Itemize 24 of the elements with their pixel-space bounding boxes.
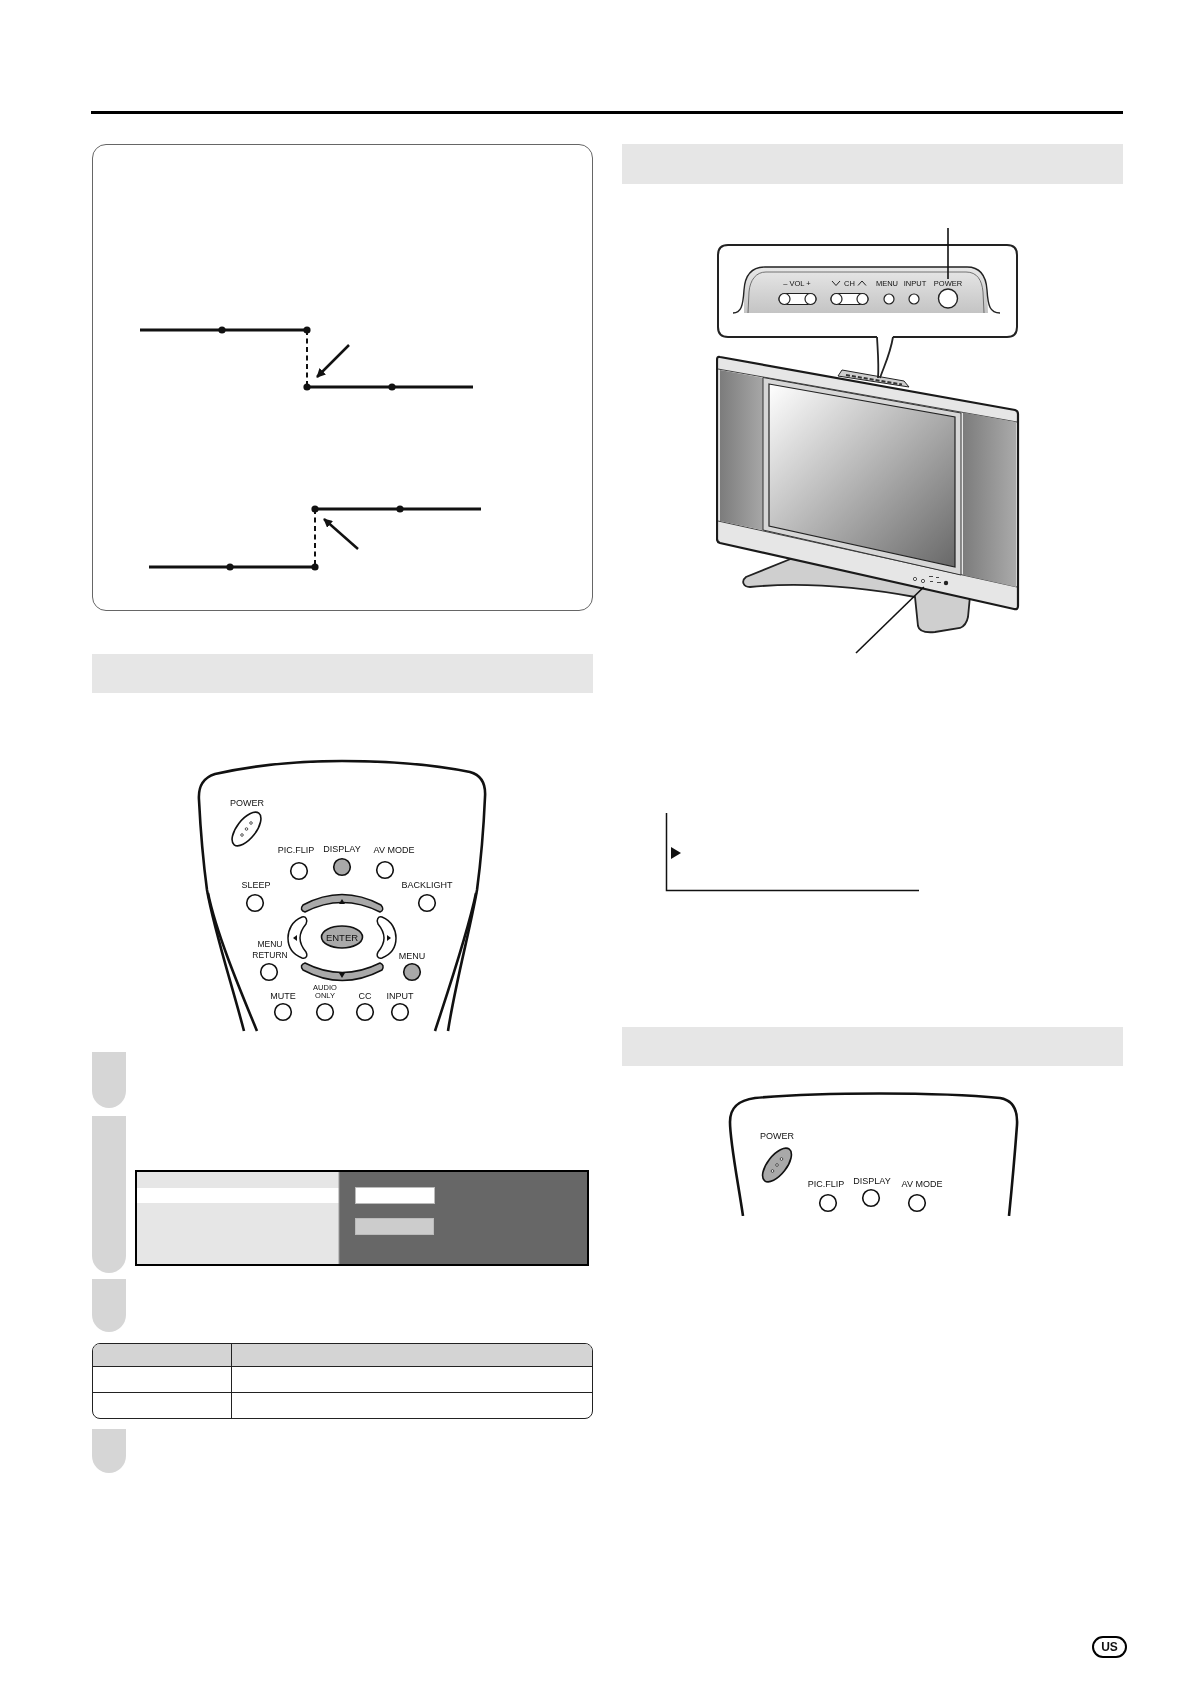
button-label: AV MODE: [900, 1179, 944, 1189]
button-label: MENU: [397, 951, 427, 961]
leader-line: [855, 586, 925, 654]
button-label: POWER: [229, 798, 265, 808]
button-label: DISPLAY: [322, 844, 362, 854]
button-label: MUTE: [269, 991, 297, 1001]
button-label: INPUT: [385, 991, 415, 1001]
leader-line: [947, 227, 949, 280]
button-label: PIC.FLIP: [276, 845, 316, 855]
step-tab: [92, 1429, 126, 1473]
step-tab: [92, 1116, 126, 1273]
button-label: BACKLIGHT: [400, 880, 454, 890]
step-tab: [92, 1052, 126, 1108]
button-label: DISPLAY: [852, 1176, 892, 1186]
button-label: SLEEP: [240, 880, 272, 890]
step-tab: [92, 1279, 126, 1332]
button-label: MENU RETURN: [251, 939, 289, 961]
button-label: CC: [357, 991, 373, 1001]
region-badge: US: [1092, 1636, 1127, 1658]
button-label: ENTER: [324, 932, 360, 943]
indicator-lights: [912, 573, 950, 587]
button-label: PIC.FLIP: [806, 1179, 846, 1189]
button-label: POWER: [759, 1131, 795, 1141]
button-label: AV MODE: [372, 845, 416, 855]
